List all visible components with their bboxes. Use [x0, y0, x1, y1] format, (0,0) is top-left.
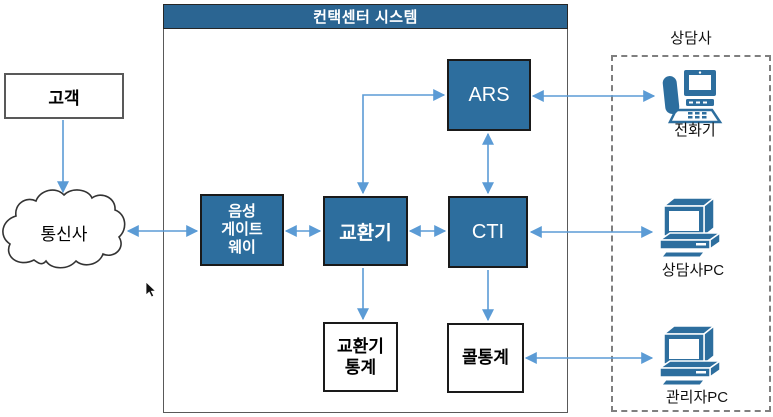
- call-stats-box: 콜통계: [447, 323, 524, 393]
- cti-box: CTI: [448, 196, 528, 268]
- voice-gateway-box: 음성 게이트 웨이: [200, 194, 284, 266]
- ars-box: ARS: [447, 59, 531, 131]
- exchange-stats-line1: 교환기: [337, 336, 384, 356]
- contact-center-title: 컨택센터 시스템: [163, 4, 568, 29]
- voice-gateway-label: 음성 게이트 웨이: [221, 203, 262, 257]
- agent-pc-label: 상담사PC: [661, 261, 725, 279]
- admin-pc-label: 관리자PC: [665, 388, 729, 406]
- exchange-stats-label: 교환기 통계: [337, 336, 384, 379]
- telecom-label: 통신사: [40, 224, 88, 244]
- voice-gateway-line2: 게이트: [221, 221, 263, 238]
- cti-label: CTI: [471, 220, 505, 243]
- mouse-cursor-icon: [145, 281, 157, 298]
- phone-label: 전화기: [674, 121, 716, 139]
- customer-box: 고객: [4, 73, 124, 119]
- exchange-label: 교환기: [339, 222, 392, 244]
- voice-gateway-line3: 웨이: [228, 239, 256, 256]
- agents-group-label: 상담사: [670, 29, 712, 47]
- customer-label: 고객: [48, 88, 80, 108]
- agents-dashed-container: [611, 55, 771, 412]
- call-stats-label: 콜통계: [462, 348, 509, 368]
- exchange-stats-line2: 통계: [344, 358, 377, 377]
- exchange-stats-box: 교환기 통계: [323, 322, 398, 392]
- exchange-box: 교환기: [323, 196, 408, 266]
- voice-gateway-line1: 음성: [228, 203, 256, 220]
- ars-label: ARS: [468, 83, 510, 106]
